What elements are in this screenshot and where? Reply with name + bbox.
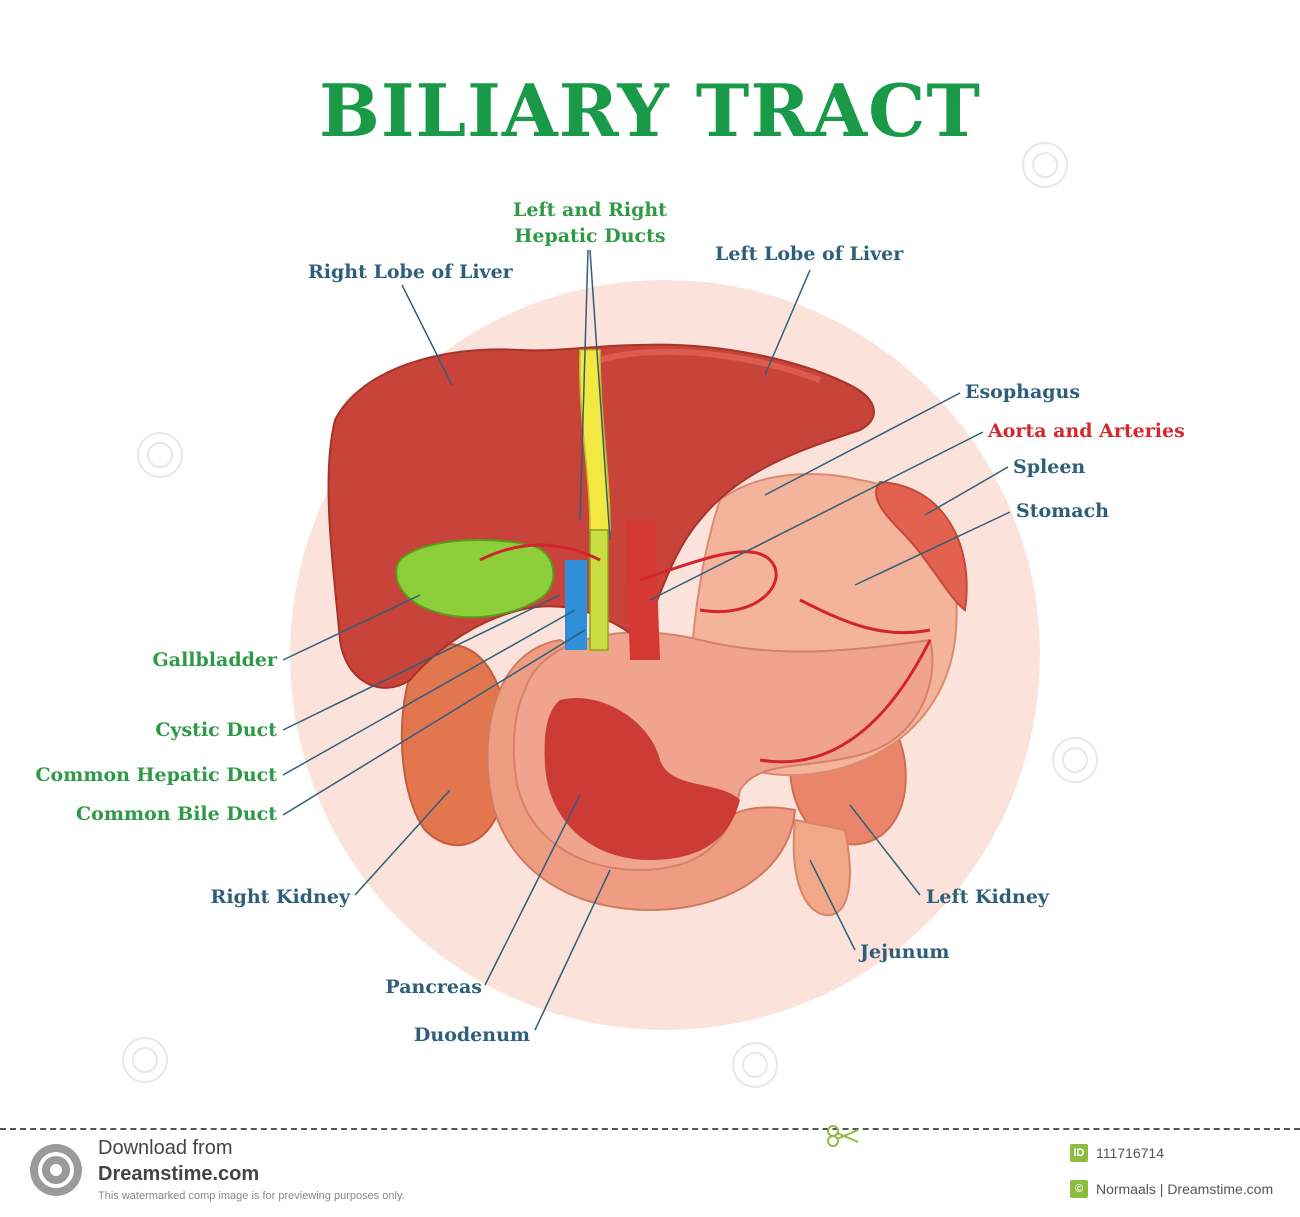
label-spleen: Spleen xyxy=(1013,456,1086,478)
footer-divider xyxy=(0,1128,1300,1130)
footer-image-id: 111716714 xyxy=(1096,1145,1164,1161)
label-duodenum: Duodenum xyxy=(413,1024,530,1046)
artery-lines xyxy=(479,543,932,764)
label-gallbladder: Gallbladder xyxy=(152,649,277,671)
label-common-bile-duct: Common Bile Duct xyxy=(76,803,277,825)
label-left-lobe-of-liver: Left Lobe of Liver xyxy=(715,243,904,265)
label-stomach: Stomach xyxy=(1016,500,1109,522)
label-hepatic-ducts-line2: Hepatic Ducts xyxy=(514,225,666,247)
common-bile-duct-shape xyxy=(589,529,609,651)
footer-credit: Normaals | Dreamstime.com xyxy=(1096,1181,1274,1197)
label-cystic-duct: Cystic Duct xyxy=(155,719,277,741)
diagram-title: BILIARY TRACT xyxy=(319,68,981,153)
dreamstime-logo-icon xyxy=(30,1144,82,1196)
gallbladder-shape xyxy=(395,539,555,619)
footer-site-name: Dreamstime.com xyxy=(98,1163,260,1185)
label-right-lobe-of-liver: Right Lobe of Liver xyxy=(308,261,513,283)
liver-highlight xyxy=(599,348,822,383)
label-right-kidney: Right Kidney xyxy=(210,886,350,908)
jejunum-shape xyxy=(792,818,851,917)
label-esophagus: Esophagus xyxy=(965,381,1081,403)
aorta-shape xyxy=(625,520,660,660)
pancreas-head-shape xyxy=(544,698,740,860)
label-jejunum: Jejunum xyxy=(860,941,950,963)
watermark-footer xyxy=(0,1125,1300,1217)
label-pancreas: Pancreas xyxy=(385,976,482,998)
scissors-icon xyxy=(827,1125,859,1147)
label-common-hepatic-duct: Common Hepatic Duct xyxy=(35,764,277,786)
label-left-kidney: Left Kidney xyxy=(926,886,1049,908)
credit-badge: © xyxy=(1070,1180,1088,1198)
leader-lines xyxy=(282,249,1011,1031)
portal-vein-shape xyxy=(565,560,587,650)
label-aorta-and-arteries: Aorta and Arteries xyxy=(988,420,1185,442)
footer-download-from: Download from xyxy=(98,1137,233,1159)
footer-notice: This watermarked comp image is for previ… xyxy=(98,1190,405,1202)
label-hepatic-ducts-line1: Left and Right xyxy=(513,199,667,221)
id-badge: ID xyxy=(1070,1144,1088,1162)
